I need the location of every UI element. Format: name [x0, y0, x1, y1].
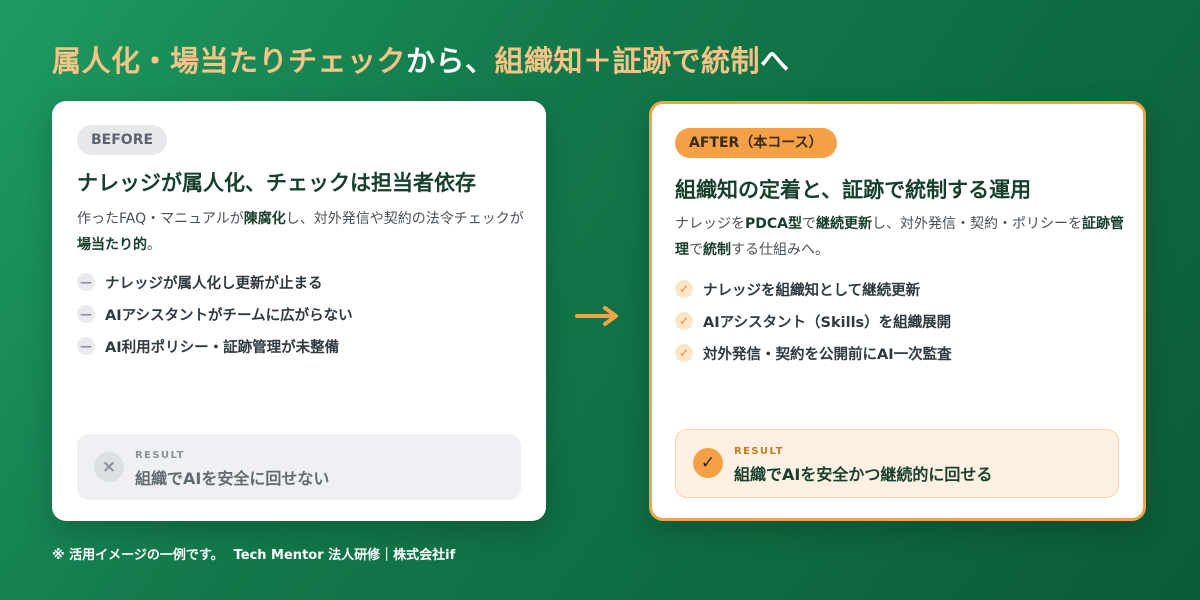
after-desc-emphasis-3: 証跡管理 — [675, 216, 1124, 258]
before-point: — AI利用ポリシー・証跡管理が未整備 — [77, 330, 353, 362]
after-desc-text-3: し、対外発信・契約・ポリシーを — [872, 216, 1082, 232]
before-desc-text-3: 。 — [147, 237, 161, 253]
after-result: ✓ RESULT 組織でAIを安全かつ継続的に回せる — [675, 429, 1119, 498]
after-point-label: ナレッジを組織知として継続更新 — [703, 282, 921, 299]
after-points: ✓ナレッジを組織知として継続更新 ✓AIアシスタント（Skills）を組織展開 … — [675, 273, 952, 369]
after-result-text: 組織でAIを安全かつ継続的に回せる — [734, 465, 993, 484]
headline-connector-2: へ — [760, 44, 790, 78]
headline-accent-2: 組織知＋証跡で統制 — [494, 44, 761, 78]
before-title: ナレッジが属人化、チェックは担当者依存 — [77, 171, 476, 195]
after-point-label: 対外発信・契約を公開前にAI一次監査 — [703, 346, 952, 363]
before-desc-emphasis-2: 場当たり的 — [77, 237, 147, 253]
check-circle-icon: ✓ — [693, 448, 723, 478]
before-result-text: 組織でAIを安全に回せない — [135, 469, 330, 488]
after-desc-text-2: で — [802, 216, 816, 232]
check-icon: ✓ — [675, 312, 693, 330]
footer-brand: Tech Mentor 法人研修｜株式会社if — [233, 548, 456, 563]
before-point: — AIアシスタントがチームに広がらない — [77, 298, 353, 330]
dash-icon: — — [77, 273, 95, 291]
after-desc-text-1: ナレッジを — [675, 216, 745, 232]
before-description: 作ったFAQ・マニュアルが陳腐化し、対外発信や契約の法令チェックが場当たり的。 — [77, 206, 532, 258]
dash-icon: — — [77, 305, 95, 323]
before-point-label: ナレッジが属人化し更新が止まる — [105, 275, 323, 292]
arrow-right-icon — [575, 306, 618, 326]
after-desc-emphasis-2: 継続更新 — [816, 216, 872, 232]
before-desc-text-1: 作ったFAQ・マニュアルが — [77, 211, 244, 227]
before-card: BEFORE ナレッジが属人化、チェックは担当者依存 作ったFAQ・マニュアルが… — [52, 101, 546, 521]
before-point-label: AI利用ポリシー・証跡管理が未整備 — [105, 339, 340, 356]
before-points: — ナレッジが属人化し更新が止まる — AIアシスタントがチームに広がらない — AI… — [77, 266, 353, 362]
after-point: ✓ AIアシスタント（Skills）を組織展開 — [675, 305, 952, 337]
after-desc-text-4: で — [689, 242, 703, 258]
after-desc-emphasis-1: PDCA型 — [745, 216, 802, 232]
footer-note: ※ 活用イメージの一例です。 — [52, 548, 224, 563]
before-result-kicker: RESULT — [135, 450, 185, 461]
headline-accent-1: 属人化・場当たりチェック — [52, 44, 407, 78]
after-point-label: AIアシスタント（Skills）を組織展開 — [703, 314, 952, 331]
before-point: — ナレッジが属人化し更新が止まる — [77, 266, 353, 298]
cross-icon: × — [94, 452, 124, 482]
check-icon: ✓ — [675, 280, 693, 298]
after-badge: AFTER（本コース） — [675, 128, 837, 158]
after-card: AFTER（本コース） 組織知の定着と、証跡で統制する運用 ナレッジをPDCA型… — [649, 101, 1146, 521]
before-desc-emphasis-1: 陳腐化 — [243, 211, 286, 227]
after-desc-text-5: する仕組みへ。 — [731, 242, 829, 258]
after-point: ✓ 対外発信・契約を公開前にAI一次監査 — [675, 337, 952, 369]
footer: ※ 活用イメージの一例です。 Tech Mentor 法人研修｜株式会社if — [52, 544, 455, 563]
headline: 属人化・場当たりチェックから、組織知＋証跡で統制へ — [52, 38, 790, 80]
before-result: × RESULT 組織でAIを安全に回せない — [77, 434, 521, 500]
check-icon: ✓ — [675, 344, 693, 362]
headline-connector-1: から、 — [406, 44, 495, 78]
after-desc-emphasis-4: 統制 — [703, 242, 731, 258]
before-desc-text-2: し、対外発信や契約の法令チェックが — [285, 211, 524, 227]
before-badge: BEFORE — [77, 125, 168, 155]
after-result-kicker: RESULT — [734, 446, 784, 457]
after-description: ナレッジをPDCA型で継続更新し、対外発信・契約・ポリシーを証跡管理で統制する仕… — [675, 211, 1130, 263]
dash-icon: — — [77, 337, 95, 355]
before-point-label: AIアシスタントがチームに広がらない — [105, 307, 353, 324]
after-title: 組織知の定着と、証跡で統制する運用 — [675, 178, 1032, 202]
after-point: ✓ ナレッジを組織知として継続更新 — [675, 273, 952, 305]
